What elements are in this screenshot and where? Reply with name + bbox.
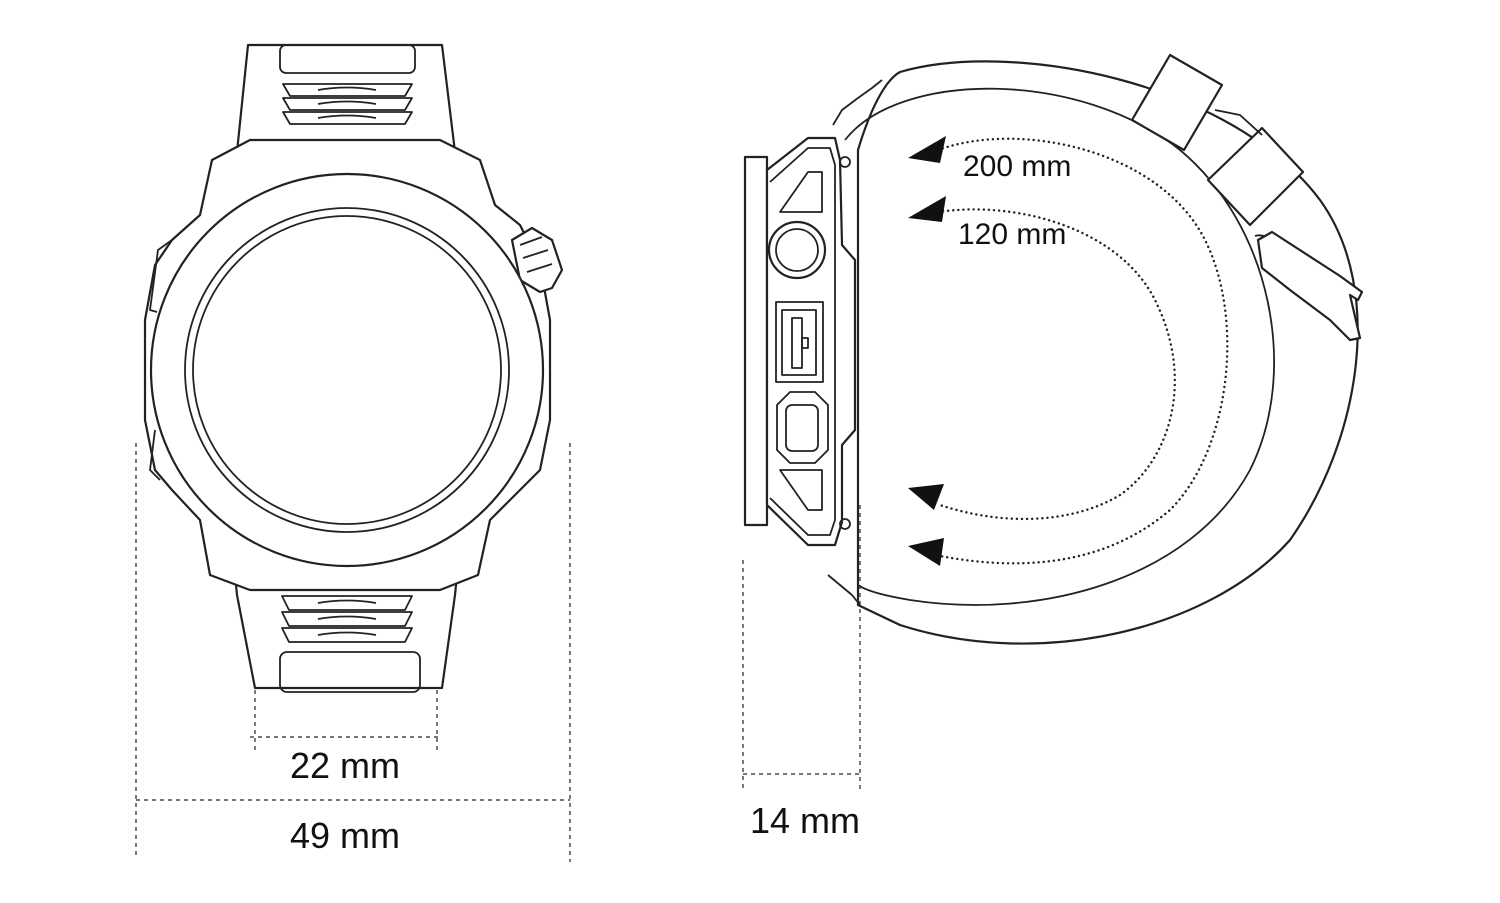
front-top-strap-loop xyxy=(279,44,416,74)
side-port-notch xyxy=(801,337,809,349)
case-diameter-label: 49 mm xyxy=(290,815,400,856)
strap-min-label: 120 mm xyxy=(958,218,1066,251)
side-button-frame xyxy=(776,391,829,464)
strap-min-arc xyxy=(936,208,1176,521)
strap-min-arrow-top xyxy=(908,196,946,222)
front-left-button-lower xyxy=(149,429,161,481)
strap-max-arrow-top xyxy=(908,136,946,163)
front-bezel-inner xyxy=(184,207,510,533)
front-crown-ridge xyxy=(519,236,553,273)
side-port-frame xyxy=(775,301,824,383)
side-button xyxy=(785,404,819,452)
side-case-body xyxy=(765,136,857,547)
front-bottom-strap-loop xyxy=(279,651,421,693)
band-width-label: 22 mm xyxy=(290,745,400,786)
side-strap-ridge-top xyxy=(832,79,883,126)
front-dimension-lines xyxy=(135,443,571,862)
side-buckle xyxy=(1256,230,1364,342)
front-bottom-strap-vent-1 xyxy=(281,595,413,611)
side-crown xyxy=(767,220,827,280)
side-strap-keeper-lower xyxy=(1206,126,1305,227)
front-top-strap-vent-1 xyxy=(282,83,413,97)
side-port xyxy=(781,309,817,376)
strap-min-arrow-bottom xyxy=(908,484,944,510)
case-thickness-label: 14 mm xyxy=(750,800,860,841)
front-left-button-upper xyxy=(149,239,173,313)
front-bottom-strap-vent-3 xyxy=(281,627,413,643)
side-strap-ridge-bottom xyxy=(827,574,861,606)
side-view-watch xyxy=(743,53,1364,645)
strap-range-arcs xyxy=(908,136,1229,566)
side-case-back xyxy=(743,155,769,527)
side-strap-inner xyxy=(844,87,1275,606)
strap-max-label: 200 mm xyxy=(963,150,1071,183)
front-view-watch xyxy=(143,43,564,693)
side-crown-inner xyxy=(775,228,819,272)
side-dimension-lines xyxy=(742,505,861,792)
side-lug-pin-bottom xyxy=(839,518,851,530)
side-lower-facet xyxy=(779,469,823,511)
strap-max-arrow-bottom xyxy=(908,538,944,566)
side-case-inner-edge xyxy=(769,147,836,536)
front-dial xyxy=(192,215,502,525)
side-upper-facet xyxy=(779,171,823,213)
front-bezel xyxy=(149,172,545,568)
side-lug-pin-top xyxy=(839,156,851,168)
strap-max-arc xyxy=(933,137,1229,565)
side-strap-keeper-upper xyxy=(1130,53,1224,152)
front-bottom-strap-vent-2 xyxy=(281,611,413,627)
front-top-strap-vent-2 xyxy=(282,97,413,111)
front-top-strap-vent-3 xyxy=(282,111,413,125)
